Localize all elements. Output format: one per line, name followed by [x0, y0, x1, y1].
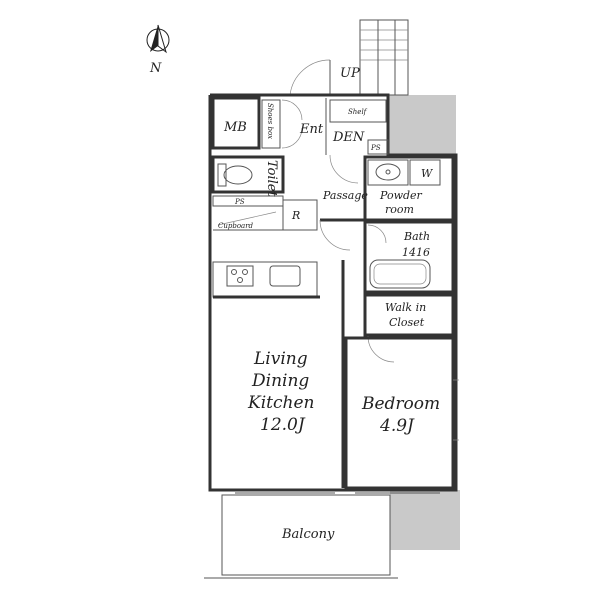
shelf-label: Shelf: [348, 108, 368, 116]
toilet-label: Toilet: [264, 160, 279, 197]
bedroom: [344, 336, 455, 490]
kitchen-sink-icon: [269, 265, 301, 287]
up-label: UP: [340, 66, 360, 81]
walk-in-label-1: Walk in: [385, 301, 426, 314]
bath-size-label: 1416: [402, 246, 430, 259]
ent-label: Ent: [299, 122, 324, 137]
powder-room-label-1: Powder: [379, 189, 423, 202]
sink-icon: [375, 163, 401, 181]
north-label: N: [149, 61, 162, 76]
outer-wall: [210, 93, 458, 492]
bath-label: Bath: [403, 230, 430, 243]
entrance-door-swing: [289, 59, 331, 96]
kitchen-counter: [212, 261, 318, 298]
mb-room: [211, 96, 261, 150]
balcony: [221, 494, 391, 576]
shaded-area-bottom: [390, 490, 460, 550]
north-arrow-icon: [146, 24, 170, 54]
washer-label: W: [421, 167, 434, 180]
bedroom-size-label: 4.9J: [379, 416, 415, 436]
ldk-label-3: Kitchen: [247, 393, 314, 413]
shaded-area-top: [388, 95, 456, 155]
refrigerator-label: R: [291, 209, 300, 222]
washer-space: [409, 159, 441, 186]
powder-room-label-2: room: [385, 203, 414, 216]
mb-label: MB: [223, 120, 247, 135]
balcony-label: Balcony: [281, 527, 335, 542]
ps-den-box: [367, 139, 389, 155]
shelf: [329, 99, 387, 123]
passage-label: Passage: [322, 189, 368, 202]
ps-den-label: PS: [370, 144, 381, 152]
powder-room: [363, 155, 455, 222]
shoes-box: [261, 99, 281, 149]
shoes-box-label: Shoes box: [266, 103, 274, 139]
ldk-size-label: 12.0J: [260, 415, 306, 435]
ps-left-label: PS: [234, 198, 245, 206]
ldk-label-2: Dining: [251, 371, 309, 391]
walk-in-label-2: Closet: [389, 316, 425, 329]
toilet-icon: [223, 165, 253, 185]
ldk-label-1: Living: [253, 349, 308, 369]
den-label: DEN: [332, 130, 365, 145]
bathtub-icon: [369, 259, 431, 289]
walk-in-closet: [363, 293, 455, 337]
toilet-room: [211, 155, 285, 194]
bedroom-label: Bedroom: [361, 394, 440, 414]
ps-left-box: [212, 195, 284, 207]
refrigerator: [282, 199, 318, 231]
stairs: [359, 19, 409, 96]
bath-room: [363, 220, 455, 294]
cupboard-label: Cupboard: [218, 222, 254, 230]
stove-icon: [226, 265, 254, 287]
